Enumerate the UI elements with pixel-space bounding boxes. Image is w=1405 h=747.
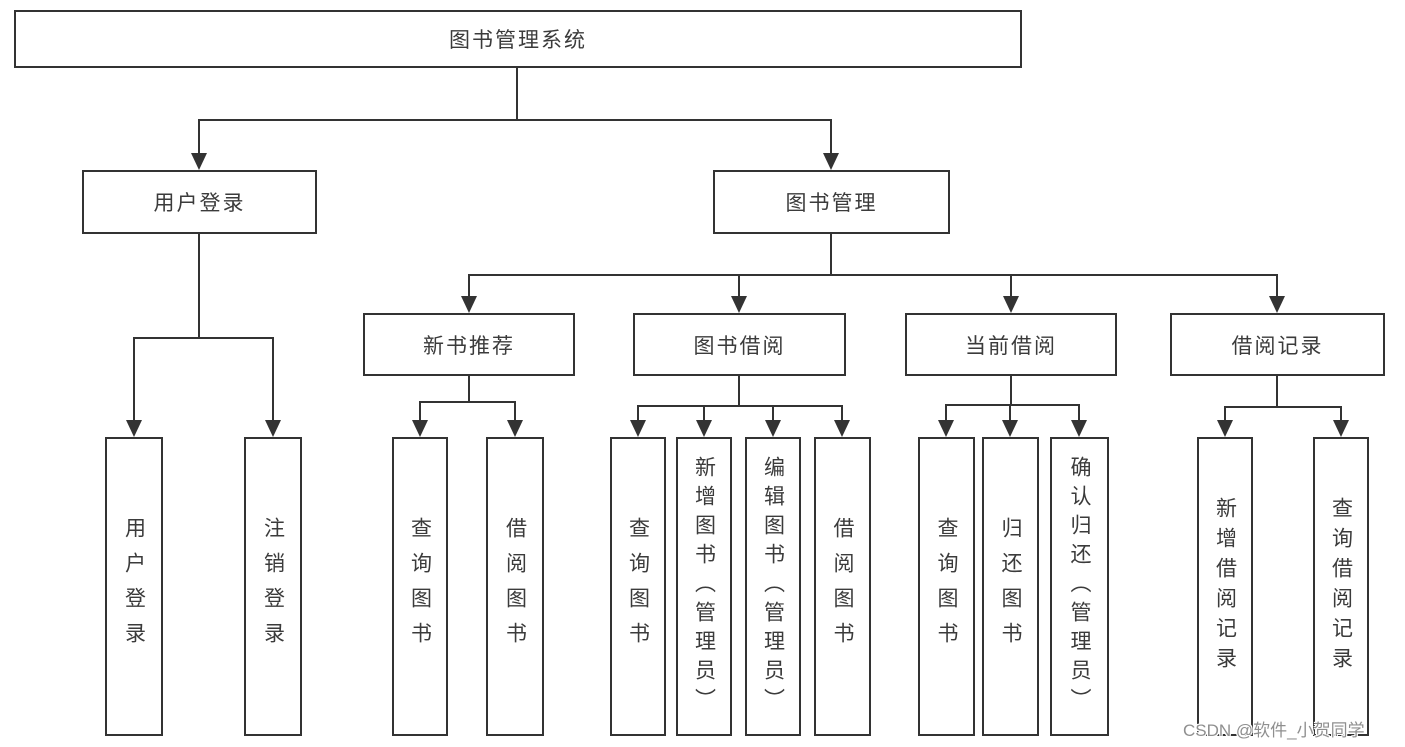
connector-line xyxy=(419,401,516,403)
node-label: 借阅图书 xyxy=(503,516,527,657)
connector-line xyxy=(468,274,470,297)
node-library-system: 图书管理系统 xyxy=(14,10,1022,68)
connector-line xyxy=(468,274,1278,276)
node-label: 归还图书 xyxy=(999,516,1022,657)
node-label: 确认归还（管理员） xyxy=(1068,456,1091,717)
arrow-down-icon xyxy=(1333,420,1349,437)
arrow-down-icon xyxy=(191,153,207,170)
arrow-down-icon xyxy=(412,420,428,437)
connector-line xyxy=(419,401,421,421)
arrow-down-icon xyxy=(1071,420,1087,437)
connector-line xyxy=(514,401,516,421)
node-label: 借阅记录 xyxy=(1231,334,1324,358)
connector-line xyxy=(841,405,843,421)
connector-line xyxy=(738,274,740,297)
connector-line xyxy=(1078,404,1080,421)
connector-line xyxy=(637,405,843,407)
node-cb-return-books: 归还图书 xyxy=(982,437,1039,736)
connector-line xyxy=(830,119,832,155)
arrow-down-icon xyxy=(1217,420,1233,437)
node-login: 用户登录 xyxy=(105,437,163,736)
connector-line xyxy=(468,376,470,403)
connector-line xyxy=(637,405,639,421)
node-label: 新增借阅记录 xyxy=(1213,496,1237,677)
arrow-down-icon xyxy=(630,420,646,437)
node-label: 用户登录 xyxy=(122,516,146,657)
arrow-down-icon xyxy=(507,420,523,437)
node-book-borrowing: 图书借阅 xyxy=(633,313,846,376)
connector-line xyxy=(198,119,200,155)
arrow-down-icon xyxy=(765,420,781,437)
arrow-down-icon xyxy=(1269,296,1285,313)
csdn-watermark: CSDN @软件_小贺同学 xyxy=(1183,721,1365,740)
connector-line xyxy=(133,337,274,339)
node-label: 查询图书 xyxy=(408,516,432,657)
node-label: 查询图书 xyxy=(626,516,650,657)
node-borrow-records: 借阅记录 xyxy=(1170,313,1385,376)
node-cb-confirm-return-admin: 确认归还（管理员） xyxy=(1050,437,1109,736)
connector-line xyxy=(738,376,740,407)
arrow-down-icon xyxy=(731,296,747,313)
node-label: 编辑图书（管理员） xyxy=(761,456,785,717)
node-book-management: 图书管理 xyxy=(713,170,950,234)
arrow-down-icon xyxy=(1002,420,1018,437)
node-nb-borrow-books: 借阅图书 xyxy=(486,437,544,736)
node-bb-borrow-books: 借阅图书 xyxy=(814,437,871,736)
node-br-add-record: 新增借阅记录 xyxy=(1197,437,1253,736)
connector-line xyxy=(945,404,947,421)
connector-line xyxy=(1010,376,1012,406)
connector-line xyxy=(1340,406,1342,421)
connector-line xyxy=(945,404,1080,406)
node-label: 当前借阅 xyxy=(965,334,1057,358)
node-cb-query-books: 查询图书 xyxy=(918,437,975,736)
node-label: 图书借阅 xyxy=(693,334,786,358)
connector-line xyxy=(133,337,135,421)
arrow-down-icon xyxy=(696,420,712,437)
connector-line xyxy=(1010,274,1012,297)
node-bb-add-books-admin: 新增图书（管理员） xyxy=(676,437,732,736)
node-bb-edit-books-admin: 编辑图书（管理员） xyxy=(745,437,801,736)
connector-line xyxy=(198,234,200,339)
connector-line xyxy=(1224,406,1226,421)
node-nb-query-books: 查询图书 xyxy=(392,437,448,736)
connector-line xyxy=(1224,406,1342,408)
node-br-query-record: 查询借阅记录 xyxy=(1313,437,1369,736)
node-label: 图书管理 xyxy=(785,192,878,215)
node-current-borrowing: 当前借阅 xyxy=(905,313,1117,376)
connector-line xyxy=(1276,376,1278,408)
node-label: 新书推荐 xyxy=(423,334,515,358)
node-label: 查询借阅记录 xyxy=(1329,496,1353,677)
node-bb-query-books: 查询图书 xyxy=(610,437,666,736)
connector-line xyxy=(830,234,832,276)
arrow-down-icon xyxy=(126,420,142,437)
node-label: 查询图书 xyxy=(935,516,958,657)
arrow-down-icon xyxy=(1003,296,1019,313)
arrow-down-icon xyxy=(823,153,839,170)
arrow-down-icon xyxy=(938,420,954,437)
node-label: 新增图书（管理员） xyxy=(692,456,716,717)
node-label: 借阅图书 xyxy=(831,516,854,657)
node-user-login: 用户登录 xyxy=(82,170,317,234)
node-new-book-recommend: 新书推荐 xyxy=(363,313,575,376)
connector-line xyxy=(198,119,832,121)
arrow-down-icon xyxy=(265,420,281,437)
node-label: 用户登录 xyxy=(153,192,246,215)
connector-line xyxy=(1009,404,1011,421)
connector-line xyxy=(1276,274,1278,297)
node-label: 图书管理系统 xyxy=(449,29,587,52)
arrow-down-icon xyxy=(461,296,477,313)
node-label: 注销登录 xyxy=(261,516,285,657)
node-logout: 注销登录 xyxy=(244,437,302,736)
connector-line xyxy=(772,405,774,421)
connector-line xyxy=(703,405,705,421)
connector-line xyxy=(516,68,518,120)
arrow-down-icon xyxy=(834,420,850,437)
connector-line xyxy=(272,337,274,421)
